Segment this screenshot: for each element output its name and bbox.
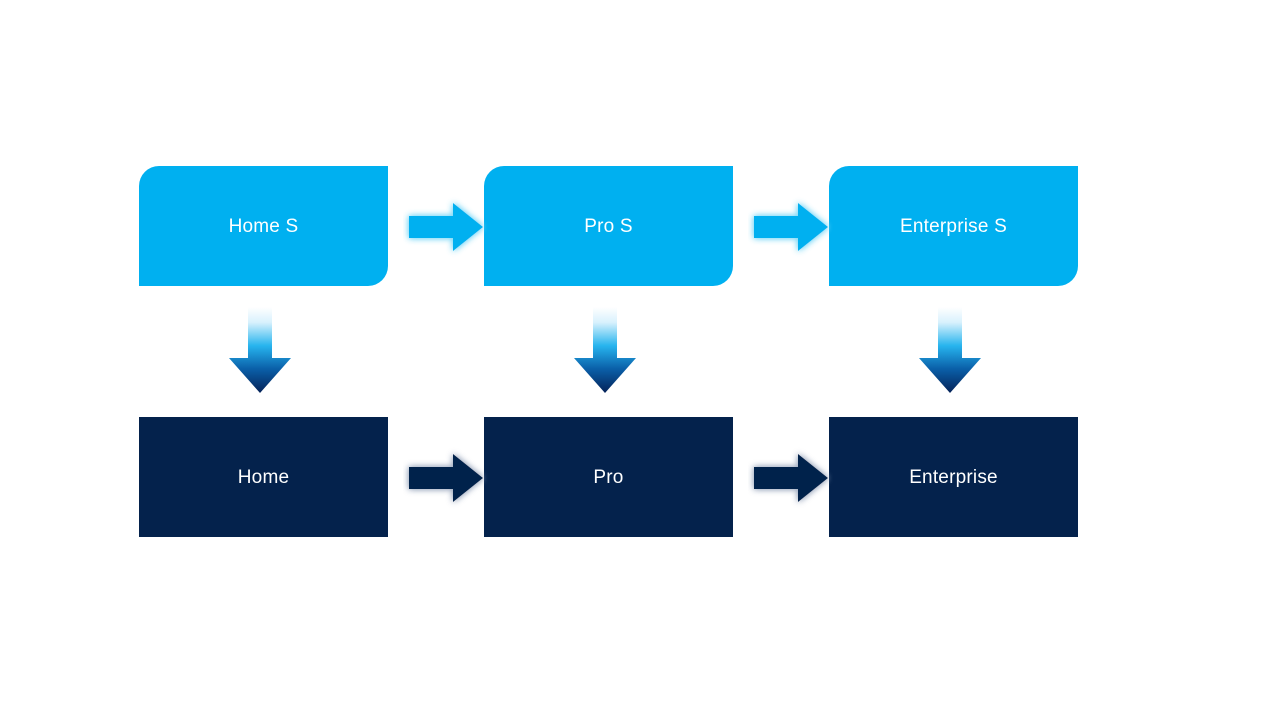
arrow-down-enterprise-s-to-enterprise-icon — [913, 305, 987, 399]
arrow-right-home-to-pro-icon — [403, 447, 489, 509]
node-pro[interactable]: Pro — [484, 417, 733, 537]
node-home-s[interactable]: Home S — [139, 166, 388, 286]
node-pro-s-label: Pro S — [584, 215, 633, 237]
node-home[interactable]: Home — [139, 417, 388, 537]
node-pro-s[interactable]: Pro S — [484, 166, 733, 286]
node-enterprise[interactable]: Enterprise — [829, 417, 1078, 537]
node-home-s-label: Home S — [228, 215, 299, 237]
arrow-down-home-s-to-home-icon — [223, 305, 297, 399]
node-enterprise-label: Enterprise — [909, 466, 998, 488]
node-enterprise-s-label: Enterprise S — [900, 215, 1007, 237]
node-enterprise-s[interactable]: Enterprise S — [829, 166, 1078, 286]
arrow-down-pro-s-to-pro-icon — [568, 305, 642, 399]
arrow-right-pro-s-to-enterprise-s-icon — [748, 196, 834, 258]
arrow-right-pro-to-enterprise-icon — [748, 447, 834, 509]
arrow-right-home-s-to-pro-s-icon — [403, 196, 489, 258]
node-home-label: Home — [237, 466, 290, 488]
node-pro-label: Pro — [593, 466, 624, 488]
